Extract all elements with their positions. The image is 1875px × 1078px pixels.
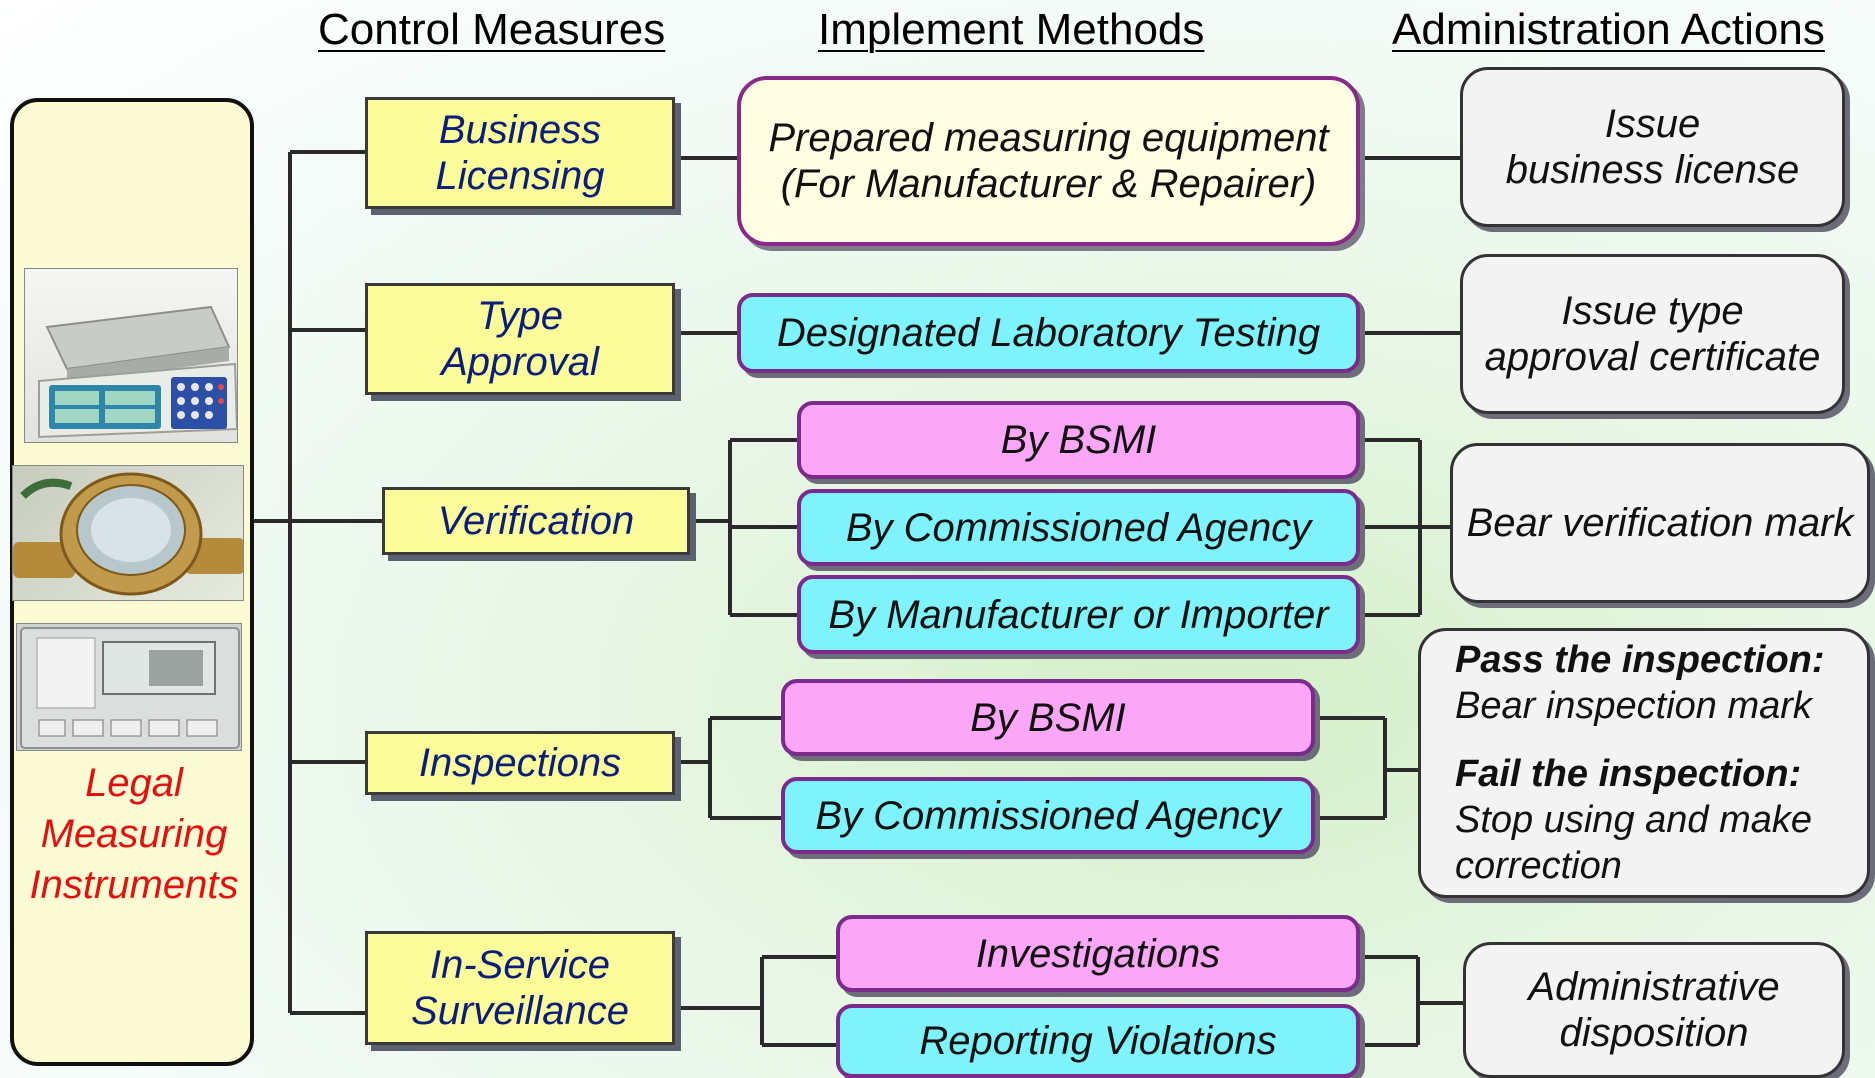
method-inspection-by-commissioned-agency: By Commissioned Agency [781, 777, 1315, 854]
action-label: Bear verification mark [1466, 501, 1854, 545]
control-verification: Verification [382, 487, 690, 555]
control-label: Verification [437, 499, 635, 543]
method-label: (For Manufacturer & Repairer) [780, 162, 1317, 206]
pass-inspection-text: Bear inspection mark [1455, 685, 1812, 727]
method-investigations: Investigations [836, 915, 1360, 992]
water-meter-image [12, 465, 244, 601]
method-reporting-violations: Reporting Violations [836, 1004, 1360, 1078]
method-designated-laboratory-testing: Designated Laboratory Testing [737, 293, 1360, 373]
action-label: Administrative [1528, 965, 1780, 1009]
action-inspection-results: Pass the inspection: Bear inspection mar… [1418, 628, 1870, 898]
legal-label-line: Legal [85, 761, 183, 805]
electronic-scale-icon [38, 305, 237, 439]
taximeter-image [16, 623, 242, 751]
method-label: Investigations [975, 931, 1221, 976]
fail-inspection-title: Fail the inspection: [1455, 753, 1802, 795]
action-bear-verification-mark: Bear verification mark [1450, 443, 1870, 603]
legal-label-line: Measuring [40, 812, 228, 856]
action-issue-type-approval-certificate: Issue type approval certificate [1460, 254, 1845, 414]
method-label: Prepared measuring equipment [768, 116, 1329, 160]
header-implement-methods: Implement Methods [818, 5, 1205, 54]
control-label: In-Service [429, 943, 611, 987]
method-verification-by-bsmi: By BSMI [797, 401, 1360, 479]
method-label: Reporting Violations [919, 1019, 1277, 1063]
electronic-scale-image [24, 268, 238, 443]
control-inspections: Inspections [365, 731, 675, 795]
method-label: Designated Laboratory Testing [776, 311, 1321, 355]
method-label: By BSMI [970, 695, 1126, 740]
fail-inspection-text: Stop using and make [1455, 799, 1813, 841]
control-label: Type [477, 294, 563, 338]
header-administration-actions: Administration Actions [1392, 5, 1825, 54]
control-label: Approval [441, 340, 599, 384]
legal-label-line: Instruments [29, 863, 239, 907]
method-label: By Manufacturer or Importer [828, 592, 1329, 637]
method-label: By Commissioned Agency [815, 793, 1281, 838]
control-label: Inspections [418, 741, 622, 785]
fail-inspection-text: correction [1455, 845, 1622, 887]
action-label: Issue type [1561, 289, 1744, 333]
control-business-licensing: Business Licensing [365, 97, 675, 209]
legal-measuring-instruments-label: Legal Measuring Instruments [14, 758, 254, 911]
water-meter-icon [13, 472, 243, 596]
method-prepared-equipment: Prepared measuring equipment (For Manufa… [737, 76, 1360, 246]
method-label: By Commissioned Agency [845, 505, 1312, 550]
action-issue-business-license: Issue business license [1460, 67, 1845, 227]
method-verification-by-commissioned-agency: By Commissioned Agency [797, 489, 1360, 566]
method-label: By BSMI [1000, 418, 1157, 462]
header-control-measures: Control Measures [318, 5, 666, 54]
action-label: business license [1505, 148, 1800, 192]
action-label: Issue [1604, 102, 1701, 146]
method-inspection-by-bsmi: By BSMI [781, 679, 1315, 756]
action-label: disposition [1559, 1011, 1749, 1055]
action-administrative-disposition: Administrative disposition [1463, 942, 1845, 1078]
action-label: approval certificate [1484, 335, 1821, 379]
taximeter-icon [20, 627, 240, 749]
control-label: Licensing [435, 154, 605, 198]
control-type-approval: Type Approval [365, 283, 675, 395]
control-label: Surveillance [411, 989, 629, 1033]
method-verification-by-manufacturer-or-importer: By Manufacturer or Importer [797, 575, 1360, 654]
control-in-service-surveillance: In-Service Surveillance [365, 931, 675, 1045]
control-label: Business [438, 108, 602, 152]
pass-inspection-title: Pass the inspection: [1455, 639, 1825, 681]
